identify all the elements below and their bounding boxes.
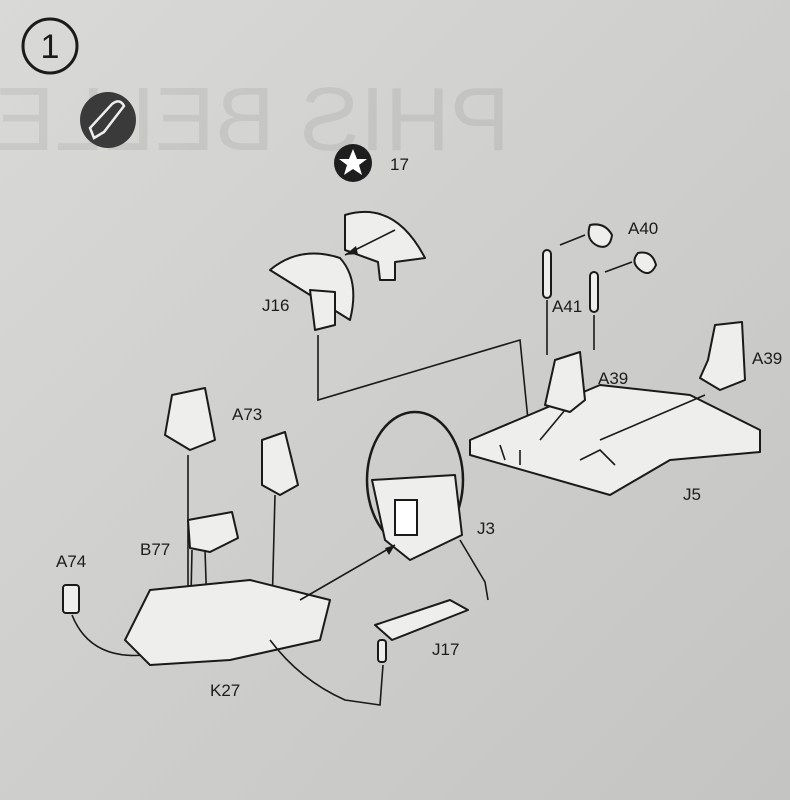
label-a39-right: A39	[752, 349, 782, 368]
step-number-badge: 1	[21, 17, 79, 75]
label-j3: J3	[477, 519, 495, 538]
star-decal-icon	[334, 144, 372, 182]
label-j5: J5	[683, 485, 701, 504]
label-a74: A74	[56, 552, 86, 571]
label-a40: A40	[628, 219, 658, 238]
svg-text:1: 1	[41, 28, 60, 66]
label-a73: A73	[232, 405, 262, 424]
part-j16	[269, 210, 531, 441]
glue-tube-icon	[80, 92, 136, 148]
part-a39-left	[539, 351, 586, 441]
part-j5	[469, 384, 761, 496]
part-j17	[374, 599, 469, 663]
part-a74	[62, 584, 146, 657]
label-17: 17	[390, 155, 409, 174]
bleed-through-text: PHIS BELLE	[0, 70, 510, 170]
label-j16: J16	[262, 296, 289, 315]
part-k27	[124, 544, 396, 706]
part-a39-right	[599, 321, 746, 441]
label-j17: J17	[432, 640, 459, 659]
label-k27: K27	[210, 681, 240, 700]
label-b77: B77	[140, 540, 170, 559]
part-j3	[365, 410, 489, 601]
label-a39-left: A39	[598, 369, 628, 388]
part-a40-a41	[542, 223, 657, 355]
label-a41: A41	[552, 297, 582, 316]
